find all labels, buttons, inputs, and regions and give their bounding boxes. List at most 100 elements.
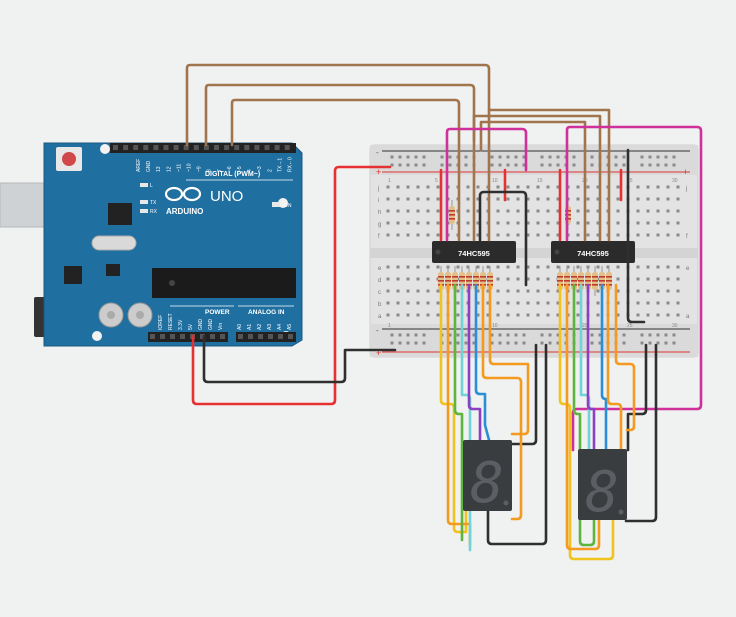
breadboard-hole[interactable]	[656, 209, 660, 213]
wire-yellow-seg-right[interactable]	[558, 283, 615, 561]
breadboard-hole[interactable]	[536, 313, 540, 317]
breadboard-hole[interactable]	[666, 197, 670, 201]
breadboard-hole[interactable]	[486, 301, 490, 305]
breadboard-hole[interactable]	[536, 277, 540, 281]
rail-hole[interactable]	[640, 155, 644, 159]
rail-hole[interactable]	[522, 163, 526, 167]
breadboard-hole[interactable]	[496, 265, 500, 269]
rail-hole[interactable]	[464, 155, 468, 159]
breadboard-hole[interactable]	[676, 233, 680, 237]
breadboard-hole[interactable]	[666, 185, 670, 189]
breadboard-hole[interactable]	[406, 221, 410, 225]
header-pin[interactable]	[224, 145, 230, 150]
breadboard-hole[interactable]	[396, 197, 400, 201]
breadboard-hole[interactable]	[536, 185, 540, 189]
breadboard-hole[interactable]	[596, 313, 600, 317]
breadboard-hole[interactable]	[506, 313, 510, 317]
breadboard-hole[interactable]	[576, 313, 580, 317]
header-pin[interactable]	[288, 334, 293, 339]
header-pin[interactable]	[268, 334, 273, 339]
breadboard-hole[interactable]	[556, 209, 560, 213]
breadboard-hole[interactable]	[496, 277, 500, 281]
breadboard-hole[interactable]	[506, 233, 510, 237]
rail-hole[interactable]	[540, 163, 544, 167]
wire-red-5v[interactable]	[191, 165, 392, 406]
breadboard-hole[interactable]	[396, 277, 400, 281]
breadboard-hole[interactable]	[616, 209, 620, 213]
wire-black-gnd[interactable]	[202, 334, 397, 384]
header-pin[interactable]	[284, 145, 290, 150]
breadboard-hole[interactable]	[616, 265, 620, 269]
rail-hole[interactable]	[640, 163, 644, 167]
breadboard-hole[interactable]	[646, 289, 650, 293]
breadboard-hole[interactable]	[456, 265, 460, 269]
rail-hole[interactable]	[672, 163, 676, 167]
breadboard-hole[interactable]	[646, 277, 650, 281]
breadboard-hole[interactable]	[516, 185, 520, 189]
rail-hole[interactable]	[390, 155, 394, 159]
breadboard-hole[interactable]	[656, 265, 660, 269]
rail-hole[interactable]	[456, 341, 460, 345]
breadboard-hole[interactable]	[436, 289, 440, 293]
rail-hole[interactable]	[540, 333, 544, 337]
breadboard-hole[interactable]	[496, 209, 500, 213]
header-pin[interactable]	[248, 334, 253, 339]
breadboard-hole[interactable]	[616, 313, 620, 317]
header-pin[interactable]	[133, 145, 139, 150]
breadboard-hole[interactable]	[476, 265, 480, 269]
wire-orange-seg-right-2[interactable]	[606, 283, 623, 452]
breadboard-hole[interactable]	[576, 265, 580, 269]
breadboard-hole[interactable]	[506, 185, 510, 189]
wire-black-right-chip[interactable]	[626, 148, 646, 324]
breadboard-hole[interactable]	[396, 221, 400, 225]
seven-segment-display-left[interactable]: 8	[463, 440, 512, 516]
wire-green-seg-right[interactable]	[572, 283, 596, 547]
wire-orange-seg-left[interactable]	[446, 283, 472, 547]
rail-hole[interactable]	[540, 341, 544, 345]
header-pin[interactable]	[150, 334, 155, 339]
breadboard-hole[interactable]	[406, 197, 410, 201]
breadboard-hole[interactable]	[646, 313, 650, 317]
wire-orange-seg-right[interactable]	[565, 283, 601, 551]
breadboard-hole[interactable]	[396, 301, 400, 305]
wire-black-display-left[interactable]	[486, 343, 548, 546]
wire-brown-data[interactable]	[185, 63, 491, 242]
breadboard-hole[interactable]	[416, 185, 420, 189]
breadboard-hole[interactable]	[426, 197, 430, 201]
breadboard-hole[interactable]	[606, 265, 610, 269]
rail-hole[interactable]	[506, 333, 510, 337]
breadboard-hole[interactable]	[426, 221, 430, 225]
breadboard-hole[interactable]	[436, 185, 440, 189]
rail-hole[interactable]	[422, 163, 426, 167]
rail-hole[interactable]	[548, 333, 552, 337]
rail-hole[interactable]	[414, 341, 418, 345]
rail-hole[interactable]	[664, 341, 668, 345]
breadboard-hole[interactable]	[516, 209, 520, 213]
breadboard-hole[interactable]	[616, 185, 620, 189]
breadboard-hole[interactable]	[406, 313, 410, 317]
breadboard-hole[interactable]	[546, 265, 550, 269]
rail-hole[interactable]	[422, 333, 426, 337]
breadboard-hole[interactable]	[646, 265, 650, 269]
wire-black-display-right[interactable]	[624, 343, 658, 523]
rail-hole[interactable]	[498, 163, 502, 167]
breadboard-hole[interactable]	[506, 289, 510, 293]
breadboard-hole[interactable]	[556, 185, 560, 189]
rail-hole[interactable]	[490, 163, 494, 167]
rail-hole[interactable]	[448, 163, 452, 167]
breadboard-hole[interactable]	[426, 289, 430, 293]
breadboard-hole[interactable]	[506, 221, 510, 225]
breadboard-hole[interactable]	[476, 301, 480, 305]
breadboard-hole[interactable]	[386, 265, 390, 269]
breadboard-hole[interactable]	[596, 197, 600, 201]
header-pin[interactable]	[258, 334, 263, 339]
rail-hole[interactable]	[672, 333, 676, 337]
breadboard-hole[interactable]	[476, 313, 480, 317]
wire-blue-seg-left[interactable]	[474, 283, 491, 442]
rail-hole[interactable]	[656, 163, 660, 167]
breadboard-hole[interactable]	[596, 185, 600, 189]
breadboard-hole[interactable]	[416, 289, 420, 293]
rail-hole[interactable]	[598, 341, 602, 345]
breadboard-hole[interactable]	[526, 265, 530, 269]
breadboard-hole[interactable]	[576, 185, 580, 189]
